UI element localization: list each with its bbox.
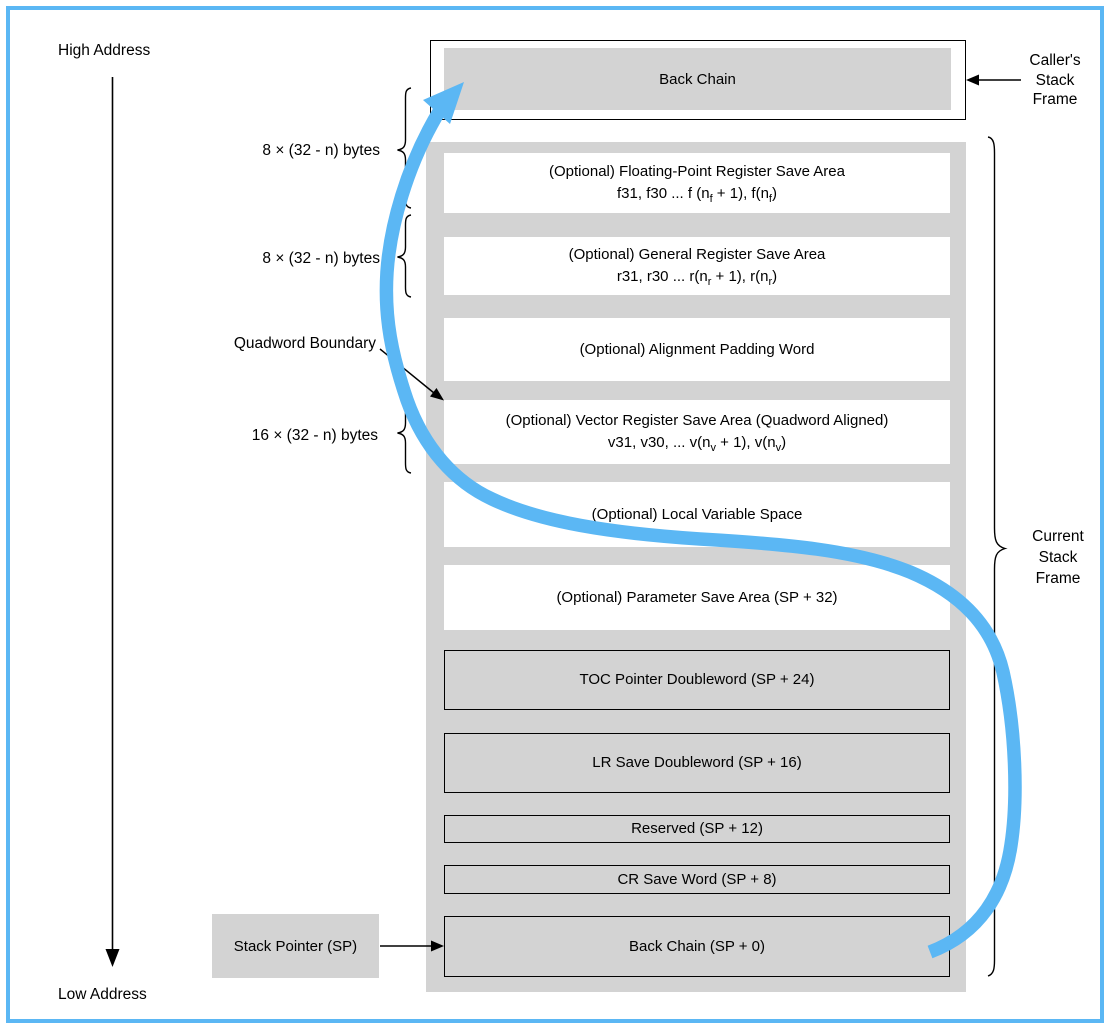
vr-save-size-label: 16 × (32 - n) bytes [251, 427, 378, 444]
stack-pointer-label: Stack Pointer (SP) [233, 937, 358, 955]
caller-back-chain-cell: Back Chain [444, 48, 951, 110]
left-braces [397, 87, 412, 474]
current-frame-brace [987, 136, 1008, 977]
gr-save-size-label: 8 × (32 - n) bytes [262, 250, 380, 267]
vr-save-brace [397, 391, 412, 474]
current-stack-frame-container: (Optional) Floating-Point Register Save … [426, 142, 966, 992]
low-address-label: Low Address [58, 986, 147, 1003]
row-cr-save-word: CR Save Word (SP + 8) [444, 865, 950, 894]
row-toc-pointer-doubleword: TOC Pointer Doubleword (SP + 24) [444, 650, 950, 710]
row-floating-point-register-save-area: (Optional) Floating-Point Register Save … [444, 153, 950, 213]
row-back-chain-sp0: Back Chain (SP + 0) [444, 916, 950, 977]
gr-save-brace [397, 214, 412, 298]
row-local-variable-space: (Optional) Local Variable Space [444, 482, 950, 547]
caller-back-chain-label: Back Chain [659, 70, 736, 88]
callers-stack-frame-box: Back Chain [430, 40, 966, 120]
stack-pointer-box: Stack Pointer (SP) [212, 914, 379, 978]
fp-save-size-label: 8 × (32 - n) bytes [262, 142, 380, 159]
row-vector-register-save-area: (Optional) Vector Register Save Area (Qu… [444, 400, 950, 464]
row-alignment-padding-word: (Optional) Alignment Padding Word [444, 318, 950, 381]
high-address-label: High Address [58, 42, 151, 59]
quadword-boundary-label: Quadword Boundary [233, 335, 376, 352]
row-lr-save-doubleword: LR Save Doubleword (SP + 16) [444, 733, 950, 793]
row-reserved: Reserved (SP + 12) [444, 815, 950, 843]
down-arrowhead-icon [105, 949, 120, 967]
left-arrowhead-icon [966, 74, 979, 86]
address-direction-arrow [105, 77, 120, 967]
fp-save-brace [397, 87, 412, 209]
row-parameter-save-area: (Optional) Parameter Save Area (SP + 32) [444, 565, 950, 630]
